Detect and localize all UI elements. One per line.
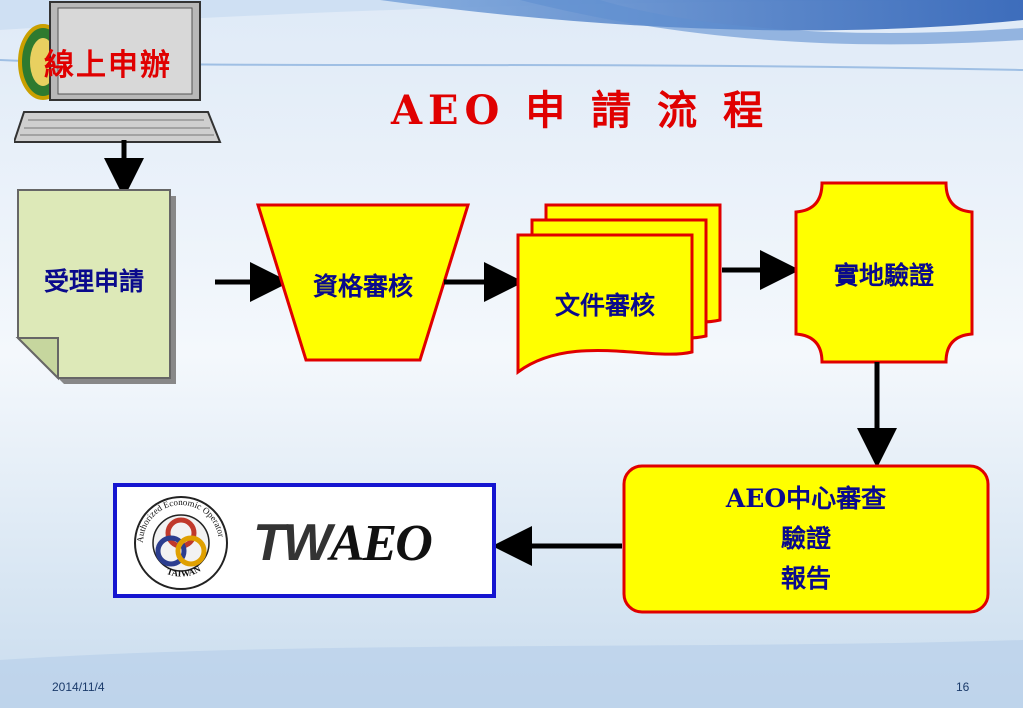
footer-date: 2014/11/4 <box>52 680 105 694</box>
node-document-shape <box>516 203 722 375</box>
aeo-seal-icon: Authorized Economic Operator TAIWAN <box>134 496 228 590</box>
center-line-2: 驗證 <box>780 524 831 553</box>
node-center-label: AEO中心審查 驗證 報告 <box>624 474 988 604</box>
node-qualify-label: 資格審核 <box>312 272 413 301</box>
node-qualify-shape <box>255 203 471 362</box>
online-apply-label: 線上申辦 <box>44 48 172 83</box>
node-verify-shape <box>794 181 974 364</box>
node-apply-shape <box>15 189 176 384</box>
tw-text: TW <box>253 514 332 572</box>
node-apply-label: 受理申請 <box>43 267 144 296</box>
aeo-text: AEO <box>329 515 433 572</box>
laptop-icon <box>14 1 222 143</box>
node-center-shape <box>622 464 990 614</box>
tw-aeo-logo: Authorized Economic Operator TAIWAN TWAE… <box>113 483 496 598</box>
node-document-label: 文件審核 <box>554 291 655 320</box>
footer-page-number: 16 <box>956 680 970 694</box>
center-line-1: AEO中心審查 <box>725 484 887 513</box>
tw-aeo-wordmark: TWAEO <box>253 513 433 573</box>
node-verify-label: 實地驗證 <box>833 261 934 290</box>
center-line-3: 報告 <box>780 564 831 593</box>
page-title: AEO 申 請 流 程 <box>390 87 770 134</box>
